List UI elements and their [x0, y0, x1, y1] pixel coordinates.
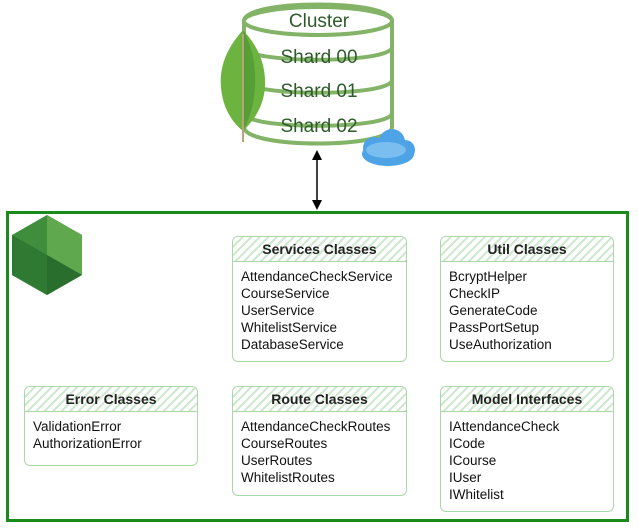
list-item: DatabaseService [241, 337, 344, 352]
list-item: ICourse [449, 453, 497, 468]
error-classes-header: Error Classes [25, 387, 197, 412]
connection-arrow [312, 150, 322, 210]
cylinder-body [242, 2, 394, 146]
list-item: IWhitelist [449, 487, 504, 502]
services-classes-header: Services Classes [233, 237, 406, 262]
list-item: AuthorizationError [33, 436, 142, 451]
route-classes-title: Route Classes [271, 391, 368, 407]
list-item: UserRoutes [241, 453, 313, 468]
server-frame [6, 211, 629, 522]
cylinder-top [242, 5, 394, 37]
util-classes-box: Util Classes BcryptHelper CheckIP Genera… [440, 236, 614, 362]
list-item: CourseService [241, 286, 330, 301]
mongodb-leaf-icon [220, 30, 266, 142]
util-classes-header: Util Classes [441, 237, 613, 262]
database-cylinder [242, 2, 394, 146]
services-classes-list: AttendanceCheckService CourseService Use… [233, 262, 406, 353]
util-classes-list: BcryptHelper CheckIP GenerateCode PassPo… [441, 262, 613, 353]
cloud-icon [362, 129, 415, 166]
list-item: GenerateCode [449, 303, 538, 318]
arrow-head-up [312, 150, 322, 160]
model-interfaces-title: Model Interfaces [471, 391, 583, 407]
list-item: IUser [449, 470, 482, 485]
error-classes-box: Error Classes ValidationError Authorizat… [24, 386, 198, 466]
shard-02-label: Shard 02 [280, 116, 358, 137]
route-classes-list: AttendanceCheckRoutes CourseRoutes UserR… [233, 412, 406, 486]
list-item: WhitelistService [241, 320, 338, 335]
list-item: UserService [241, 303, 315, 318]
services-classes-title: Services Classes [262, 241, 377, 257]
list-item: WhitelistRoutes [241, 470, 335, 485]
error-classes-list: ValidationError AuthorizationError [25, 412, 197, 452]
util-classes-title: Util Classes [487, 241, 567, 257]
route-classes-header: Route Classes [233, 387, 406, 412]
list-item: ICode [449, 436, 486, 451]
services-classes-box: Services Classes AttendanceCheckService … [232, 236, 407, 362]
route-classes-box: Route Classes AttendanceCheckRoutes Cour… [232, 386, 407, 496]
list-item: CheckIP [449, 286, 501, 301]
shard-00-label: Shard 00 [280, 47, 358, 68]
nodejs-hexagon-icon [12, 215, 82, 295]
list-item: PassPortSetup [449, 320, 540, 335]
cluster-label: Cluster [288, 11, 350, 32]
list-item: ValidationError [33, 419, 122, 434]
list-item: AttendanceCheckRoutes [241, 419, 391, 434]
shard-01-label: Shard 01 [280, 81, 358, 102]
list-item: BcryptHelper [449, 269, 528, 284]
arrow-head-down [312, 200, 322, 210]
error-classes-title: Error Classes [65, 391, 157, 407]
model-interfaces-header: Model Interfaces [441, 387, 613, 412]
list-item: CourseRoutes [241, 436, 328, 451]
list-item: IAttendanceCheck [449, 419, 560, 434]
model-interfaces-box: Model Interfaces IAttendanceCheck ICode … [440, 386, 614, 512]
list-item: UseAuthorization [449, 337, 552, 352]
list-item: AttendanceCheckService [241, 269, 393, 284]
model-interfaces-list: IAttendanceCheck ICode ICourse IUser IWh… [441, 412, 613, 503]
